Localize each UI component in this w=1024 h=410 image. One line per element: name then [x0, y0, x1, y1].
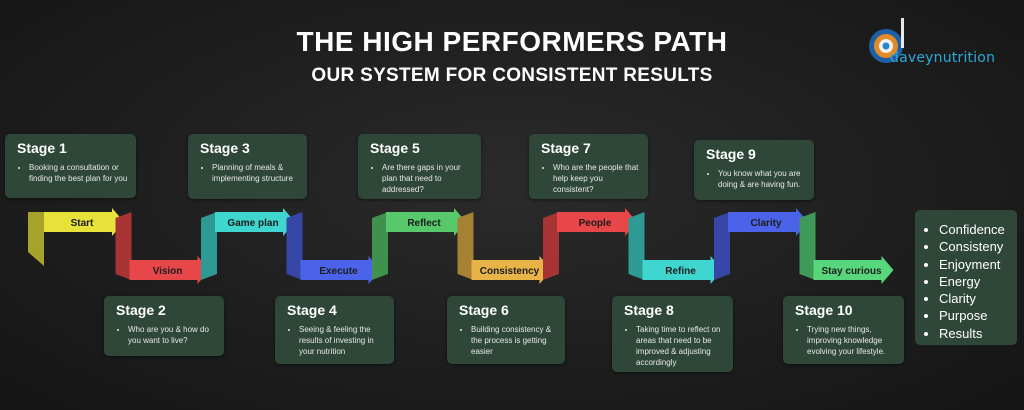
stage-10-text: Trying new things, improving knowledge e… — [807, 324, 896, 357]
path-step-arrow — [386, 208, 466, 236]
path-step-1: Start — [28, 208, 124, 266]
stage-7-card: Stage 7 Who are the people that help kee… — [529, 134, 648, 199]
page-subtitle: OUR SYSTEM FOR CONSISTENT RESULTS — [311, 65, 713, 86]
stage-8-text: Taking time to reflect on areas that nee… — [636, 324, 725, 368]
stage-3-card: Stage 3 Planning of meals & implementing… — [188, 134, 307, 199]
stage-1-card: Stage 1 Booking a consultation or findin… — [5, 134, 136, 198]
path-step-label: Game plan — [227, 218, 278, 229]
logo-text: daveynutrition — [890, 50, 996, 66]
path-step-arrow — [728, 208, 808, 236]
path-step-arrow — [300, 256, 381, 284]
path-step-label: People — [579, 218, 612, 229]
stage-4-card: Stage 4 Seeing & feeling the results of … — [275, 296, 394, 364]
outcome-item: Enjoyment — [939, 256, 1005, 273]
stage-7-text: Who are the people that help keep you co… — [553, 162, 640, 195]
path-step-arrow — [129, 256, 210, 284]
stage-9-card: Stage 9 You know what you are doing & ar… — [694, 140, 814, 200]
stage-10-card: Stage 10 Trying new things, improving kn… — [783, 296, 904, 364]
path-step-label: Refine — [665, 266, 696, 277]
path-step-8: Refine — [628, 212, 723, 284]
path-step-label: Consistency — [480, 266, 540, 277]
stage-5-text: Are there gaps in your plan that need to… — [382, 162, 473, 195]
path-step-9: Clarity — [714, 208, 808, 280]
path-step-riser — [628, 212, 645, 280]
outcomes-card: Confidence Consisteny Enjoyment Energy C… — [915, 210, 1017, 345]
path-step-arrow — [44, 208, 124, 236]
path-step-label: Stay curious — [821, 266, 881, 277]
stage-5-label: Stage 5 — [370, 140, 420, 156]
path-step-riser — [372, 212, 388, 280]
outcome-item: Clarity — [939, 290, 1005, 307]
page-title: THE HIGH PERFORMERS PATH — [296, 26, 728, 57]
path-step-7: People — [543, 208, 637, 280]
stage-9-label: Stage 9 — [706, 146, 756, 162]
stage-2-card: Stage 2 Who are you & how do you want to… — [104, 296, 224, 356]
path-step-arrow — [642, 256, 723, 284]
path-step-arrow — [471, 256, 552, 284]
outcome-item: Results — [939, 325, 1005, 342]
stage-5-card: Stage 5 Are there gaps in your plan that… — [358, 134, 481, 199]
stage-10-label: Stage 10 — [795, 302, 853, 318]
stage-3-label: Stage 3 — [200, 140, 250, 156]
path-step-label: Reflect — [407, 218, 441, 229]
path-step-riser — [286, 212, 303, 280]
path-step-riser — [714, 212, 730, 280]
stage-6-text: Building consistency & the process is ge… — [471, 324, 557, 357]
stage-8-label: Stage 8 — [624, 302, 674, 318]
path-step-2: Vision — [115, 212, 210, 284]
outcome-item: Consisteny — [939, 238, 1005, 255]
outcome-item: Confidence — [939, 221, 1005, 238]
path-step-3: Game plan — [201, 208, 295, 280]
stage-2-text: Who are you & how do you want to live? — [128, 324, 216, 346]
stage-4-label: Stage 4 — [287, 302, 337, 318]
path-step-5: Reflect — [372, 208, 466, 280]
path-step-riser — [457, 212, 474, 280]
stage-1-text: Booking a consultation or finding the be… — [29, 162, 128, 184]
stage-4-text: Seeing & feeling the results of investin… — [299, 324, 386, 357]
stage-2-label: Stage 2 — [116, 302, 166, 318]
path-step-arrow — [813, 256, 894, 284]
path-step-riser — [799, 212, 816, 280]
path-step-label: Start — [71, 218, 94, 229]
stage-6-label: Stage 6 — [459, 302, 509, 318]
path-step-riser — [543, 212, 559, 280]
path-step-label: Clarity — [750, 218, 782, 229]
path-step-label: Execute — [319, 266, 358, 277]
outcome-item: Purpose — [939, 307, 1005, 324]
target-d-icon — [869, 18, 904, 63]
path-step-arrow — [215, 208, 295, 236]
path-step-10: Stay curious — [799, 212, 894, 284]
outcomes-list: Confidence Consisteny Enjoyment Energy C… — [915, 221, 1005, 342]
stage-8-card: Stage 8 Taking time to reflect on areas … — [612, 296, 733, 372]
path-step-riser — [28, 212, 44, 266]
outcome-item: Energy — [939, 273, 1005, 290]
path-step-arrow — [557, 208, 637, 236]
stage-3-text: Planning of meals & implementing structu… — [212, 162, 299, 184]
stage-7-label: Stage 7 — [541, 140, 591, 156]
path-step-riser — [115, 212, 132, 280]
path-step-6: Consistency — [457, 212, 552, 284]
path-step-riser — [201, 212, 217, 280]
stage-1-label: Stage 1 — [17, 140, 67, 156]
stage-6-card: Stage 6 Building consistency & the proce… — [447, 296, 565, 364]
path-step-4: Execute — [286, 212, 381, 284]
path-step-label: Vision — [153, 266, 183, 277]
stage-9-text: You know what you are doing & are having… — [718, 168, 806, 190]
